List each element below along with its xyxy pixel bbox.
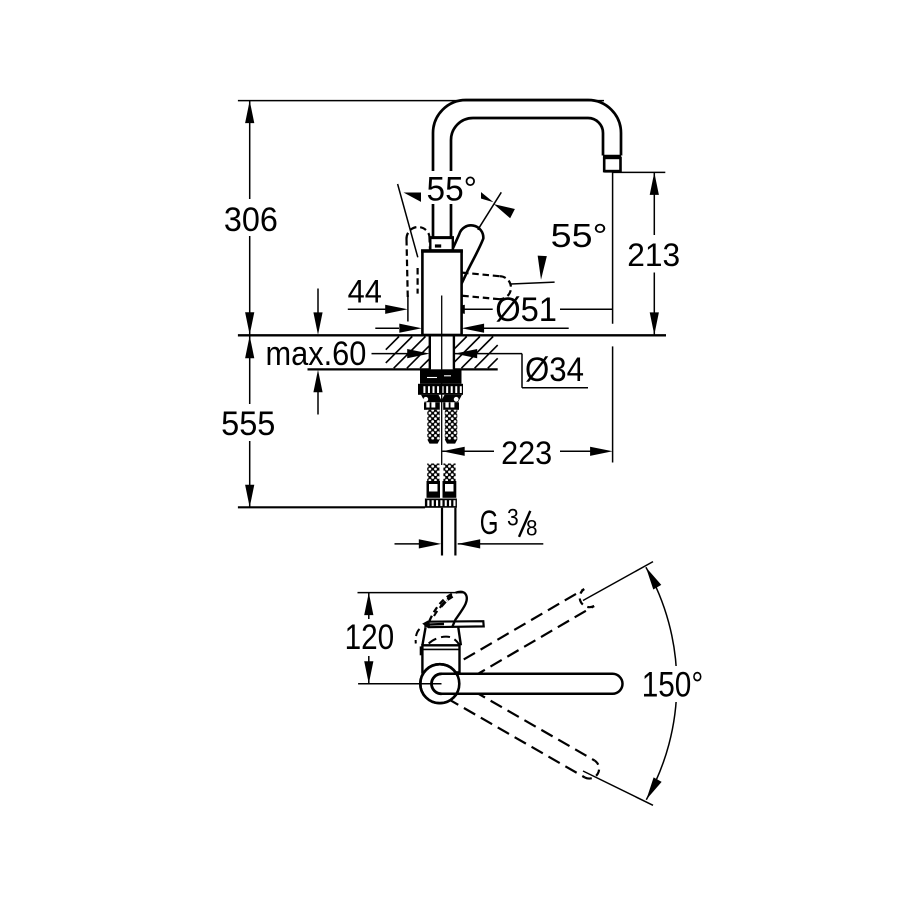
svg-text:Ø51: Ø51: [495, 291, 557, 329]
svg-text:223: 223: [501, 435, 552, 471]
svg-text:150°: 150°: [642, 666, 704, 705]
svg-text:44: 44: [348, 274, 382, 310]
svg-text:G: G: [480, 504, 499, 542]
svg-text:555: 555: [221, 405, 275, 443]
svg-text:55°: 55°: [427, 171, 478, 209]
svg-text:55°: 55°: [551, 217, 608, 254]
svg-text:3: 3: [507, 504, 519, 531]
svg-text:120: 120: [345, 618, 395, 657]
svg-text:max.60: max.60: [266, 335, 367, 373]
svg-text:Ø34: Ø34: [525, 351, 584, 389]
svg-text:213: 213: [627, 237, 680, 273]
svg-text:8: 8: [526, 515, 538, 540]
svg-text:306: 306: [224, 201, 278, 239]
